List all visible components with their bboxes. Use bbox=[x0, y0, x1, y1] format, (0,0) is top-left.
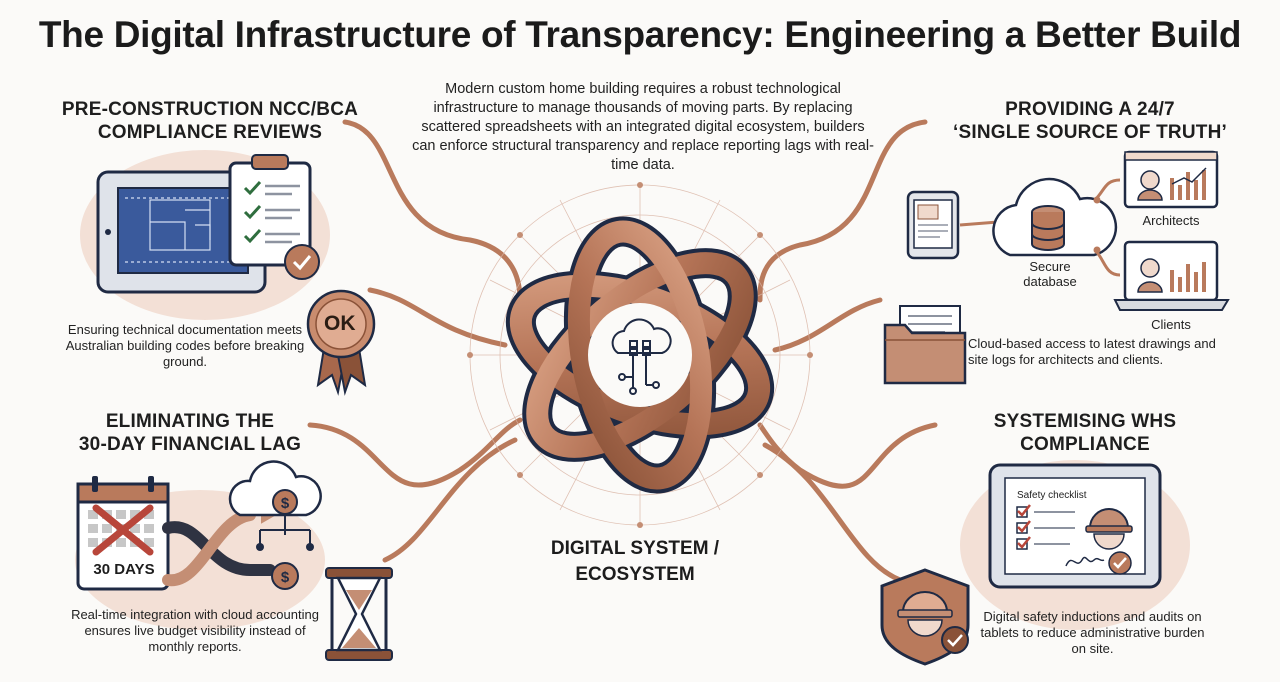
clipboard-icon bbox=[228, 154, 320, 280]
truth-title-line1: PROVIDING A 24/7 bbox=[1005, 99, 1175, 120]
truth-section-title: PROVIDING A 24/7 ‘SINGLE SOURCE OF TRUTH… bbox=[930, 98, 1250, 144]
calendar-icon bbox=[76, 476, 170, 591]
calendar-days-label: 30 DAYS bbox=[93, 561, 155, 578]
whs-title-line1: SYSTEMISING WHS bbox=[993, 411, 1177, 432]
laptop-icon bbox=[1113, 240, 1230, 311]
cloud-dollar-icon: $ $ bbox=[228, 460, 322, 590]
whs-caption: Digital safety inductions and audits on … bbox=[980, 609, 1205, 656]
compliance-title-line2: COMPLIANCE REVIEWS bbox=[97, 122, 323, 143]
compliance-caption: Ensuring technical documentation meets A… bbox=[65, 322, 305, 369]
safety-checklist-title: Safety checklist bbox=[1017, 490, 1087, 501]
truth-caption: Cloud-based access to latest drawings an… bbox=[968, 336, 1216, 367]
folder-icon bbox=[883, 305, 967, 385]
whs-title-line2: COMPLIANCE bbox=[1020, 434, 1150, 455]
tablet-doc-icon bbox=[906, 190, 960, 260]
page-title: The Digital Infrastructure of Transparen… bbox=[38, 14, 1242, 55]
cloud-database-icon bbox=[992, 177, 1118, 257]
center-label-line1: DIGITAL SYSTEM / bbox=[550, 538, 720, 559]
safety-tablet-icon bbox=[988, 463, 1162, 589]
whs-section-title: SYSTEMISING WHS COMPLIANCE bbox=[960, 410, 1210, 456]
network-nodes bbox=[467, 182, 813, 528]
clients-label: Clients bbox=[1151, 317, 1191, 332]
compliance-title-line1: PRE-CONSTRUCTION NCC/BCA bbox=[61, 99, 359, 120]
financial-section-title: ELIMINATING THE 30-DAY FINANCIAL LAG bbox=[40, 410, 340, 456]
cloud-network-icon bbox=[611, 318, 672, 395]
ok-badge-icon bbox=[306, 289, 376, 396]
architects-label: Architects bbox=[1142, 213, 1200, 228]
hourglass-icon bbox=[325, 567, 393, 661]
database-label: Secure database bbox=[1023, 259, 1077, 289]
financial-title-line1: ELIMINATING THE bbox=[105, 411, 275, 432]
central-knot bbox=[505, 216, 775, 494]
svg-text:$: $ bbox=[281, 495, 290, 512]
intro-paragraph: Modern custom home building requires a r… bbox=[412, 81, 874, 173]
center-label: DIGITAL SYSTEM / ECOSYSTEM bbox=[530, 536, 740, 588]
ok-badge-label: OK bbox=[324, 312, 356, 335]
financial-title-line2: 30-DAY FINANCIAL LAG bbox=[78, 434, 302, 455]
svg-text:$: $ bbox=[281, 569, 290, 586]
connector-lines bbox=[307, 119, 938, 583]
center-label-line2: ECOSYSTEM bbox=[575, 564, 695, 585]
compliance-section-title: PRE-CONSTRUCTION NCC/BCA COMPLIANCE REVI… bbox=[40, 98, 380, 144]
financial-caption: Real-time integration with cloud account… bbox=[71, 607, 319, 654]
laptop-icon bbox=[1123, 150, 1219, 209]
shield-hardhat-icon bbox=[880, 568, 970, 666]
blueprint-tablet-icon bbox=[96, 170, 267, 294]
truth-title-line2: ‘SINGLE SOURCE OF TRUTH’ bbox=[953, 122, 1227, 143]
